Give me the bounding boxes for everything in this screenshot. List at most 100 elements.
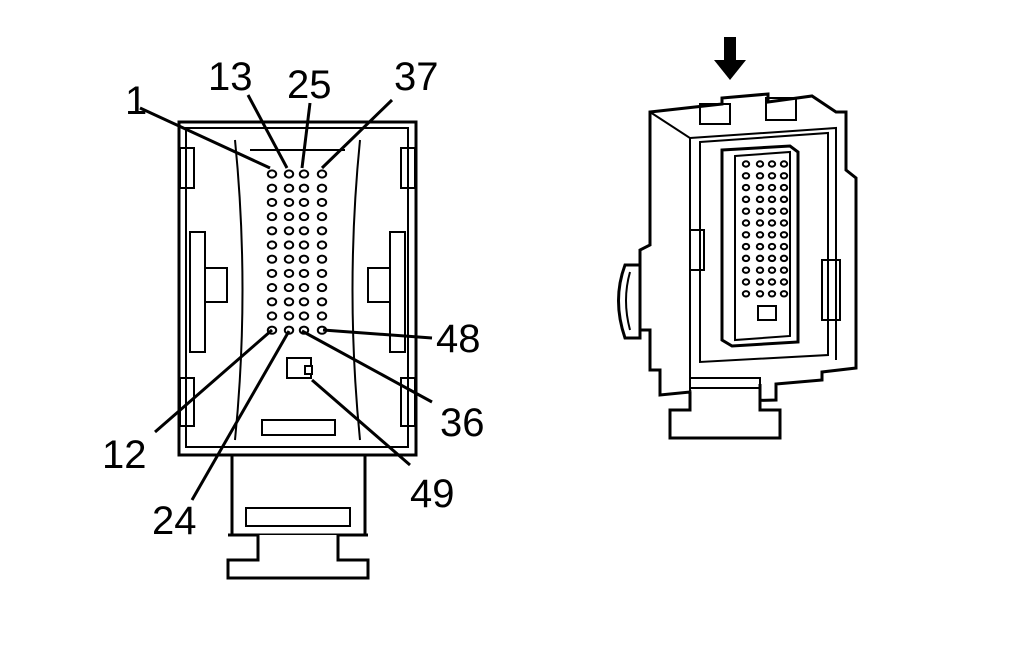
right-top-tab (400, 147, 416, 189)
pin-49-key (304, 365, 313, 375)
pin-cavity-c2-r5 (283, 226, 295, 236)
iso-pin-cavity-c1-r9 (741, 254, 751, 263)
iso-pin-cavity-c2-r4 (755, 195, 765, 204)
pin-cavity-c1-r5 (266, 226, 278, 236)
bezel-bottom-slot (261, 419, 336, 436)
pin-cavity-c1-r6 (266, 240, 278, 250)
connector-face-view: 1 13 25 37 48 36 12 24 49 (102, 55, 485, 580)
pin-cavity-c1-r9 (266, 283, 278, 293)
left-top-tab (179, 147, 195, 189)
pin-cavity-c2-r1 (283, 169, 295, 179)
pin-label-36: 36 (440, 401, 485, 445)
iso-pin-cavity-c3-r1 (767, 160, 777, 168)
iso-pin-cavity-c4-r6 (779, 219, 789, 227)
pin-cavity-c3-r3 (298, 197, 310, 207)
iso-pin-cavity-c1-r8 (741, 242, 751, 251)
pin-cavity-c4-r11 (316, 311, 328, 321)
isometric-side-latch-curve (625, 271, 631, 331)
pin-cavity-grid (266, 169, 328, 335)
housing-outline (177, 120, 418, 457)
pin-cavity-c3-r11 (298, 311, 310, 321)
isometric-side-latch (617, 263, 642, 340)
pin-cavity-c3-r5 (298, 226, 310, 236)
lower-latch-foot (226, 533, 370, 580)
left-latch-notch (204, 267, 228, 303)
pin-cavity-c3-r2 (298, 183, 310, 193)
leader-line-36 (301, 329, 433, 404)
iso-pin-cavity-c3-r3 (767, 183, 777, 192)
pin-cavity-c2-r4 (283, 212, 295, 222)
pin-cavity-c1-r8 (266, 268, 278, 278)
pin-cavity-c1-r1 (266, 169, 278, 179)
pin-label-49: 49 (410, 472, 455, 516)
iso-pin-cavity-c1-r3 (741, 183, 751, 192)
right-bottom-tab (400, 377, 416, 427)
iso-pin-cavity-c4-r11 (779, 278, 789, 286)
iso-pin-cavity-c2-r11 (755, 278, 765, 286)
lower-latch-slot (245, 507, 351, 527)
iso-pin-cavity-c1-r7 (741, 231, 751, 239)
pin-cavity-c1-r2 (266, 183, 278, 193)
iso-pin-cavity-c2-r12 (755, 290, 765, 298)
iso-pin-cavity-c2-r8 (755, 242, 765, 251)
leader-line-48 (322, 328, 433, 340)
lower-latch-body (230, 453, 367, 537)
arrow-down-icon (714, 37, 746, 80)
iso-pin-cavity-c1-r5 (741, 207, 751, 215)
iso-pin-cavity-c3-r12 (767, 290, 777, 298)
pin-label-24: 24 (152, 499, 197, 543)
isometric-front-face (699, 131, 829, 364)
leader-line-24 (190, 330, 291, 501)
pin-cavity-c3-r7 (298, 254, 310, 264)
iso-pin-cavity-c2-r7 (755, 231, 765, 239)
pin-cavity-c2-r10 (283, 297, 295, 307)
pin-label-13: 13 (208, 55, 253, 99)
isometric-top-clip-right (765, 97, 797, 121)
iso-pin-cavity-c3-r5 (767, 207, 777, 215)
iso-pin-cavity-c4-r7 (779, 231, 789, 239)
isometric-left-tab (689, 229, 705, 271)
iso-pin-cavity-c2-r9 (755, 254, 765, 263)
iso-pin-cavity-c3-r7 (767, 231, 777, 239)
pin-cavity-c1-r4 (266, 212, 278, 222)
iso-pin-cavity-c4-r4 (779, 195, 789, 204)
iso-pin-cavity-c4-r2 (779, 172, 789, 180)
pin-cavity-c1-r7 (266, 254, 278, 264)
iso-pin-cavity-c3-r11 (767, 278, 777, 286)
pin-cavity-c2-r8 (283, 268, 295, 278)
bezel-left-curve (234, 139, 244, 441)
iso-pin-cavity-c4-r10 (779, 266, 789, 274)
pin-cavity-c2-r11 (283, 311, 295, 321)
iso-pin-cavity-c3-r10 (767, 266, 777, 274)
leader-line-49 (311, 378, 411, 467)
pin-cavity-c1-r10 (266, 297, 278, 307)
pin-cavity-c3-r10 (298, 297, 310, 307)
iso-pin-cavity-c4-r3 (779, 183, 789, 192)
pin-cavity-c2-r6 (283, 240, 295, 250)
iso-pin-cavity-c2-r3 (755, 183, 765, 192)
iso-pin-cavity-c1-r4 (741, 195, 751, 204)
leader-line-1 (139, 106, 271, 170)
pin-cavity-c1-r11 (266, 311, 278, 321)
pin-cavity-c4-r1 (316, 169, 328, 179)
connector-isometric-view (617, 37, 858, 440)
iso-pin-cavity-c4-r9 (779, 254, 789, 263)
pin-cavity-c4-r7 (316, 254, 328, 264)
pin-cavity-c3-r6 (298, 240, 310, 250)
iso-pin-cavity-c2-r10 (755, 266, 765, 274)
iso-pin-cavity-c3-r2 (767, 172, 777, 180)
pin-cavity-c3-r1 (298, 169, 310, 179)
iso-pin-cavity-c1-r2 (741, 172, 751, 180)
leader-line-25 (300, 102, 312, 169)
isometric-right-tab (821, 259, 841, 321)
iso-pin-cavity-c1-r11 (741, 278, 751, 286)
iso-pin-cavity-c3-r6 (767, 219, 777, 227)
bezel-right-curve (351, 139, 361, 441)
pin-cavity-c2-r9 (283, 283, 295, 293)
isometric-foot-slot (689, 377, 761, 389)
iso-pin-cavity-c4-r1 (779, 160, 789, 168)
pin-cavity-c4-r3 (316, 197, 328, 207)
pin-cavity-c4-r10 (316, 297, 328, 307)
